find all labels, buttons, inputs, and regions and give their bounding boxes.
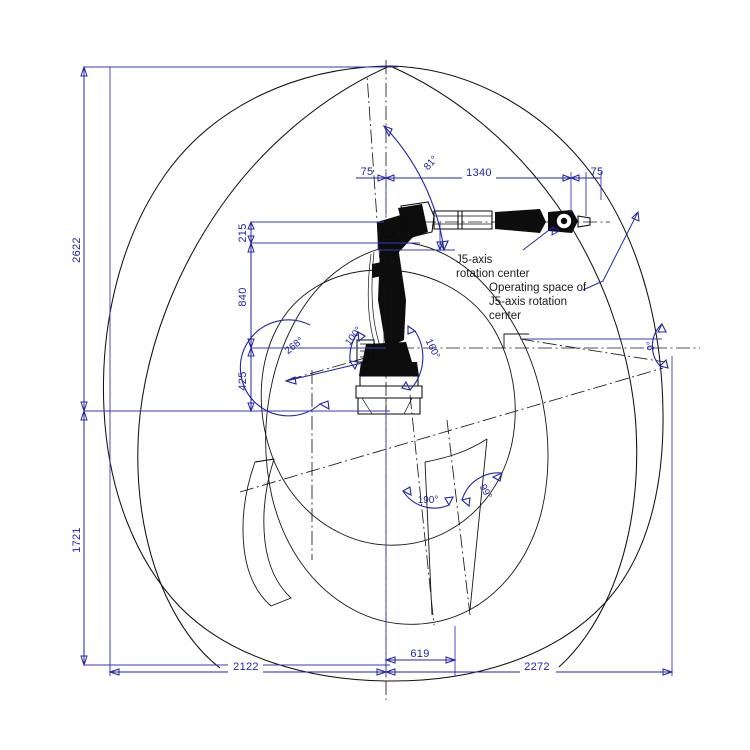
dimension-425: 425 [237, 346, 255, 413]
right-step-profile [503, 333, 529, 348]
note-leaders [522, 210, 640, 291]
dimension-upper-group: 75 1340 75 [356, 166, 604, 252]
robot-arm-illustration [355, 201, 591, 415]
angle-9: 9° [520, 322, 669, 369]
note-j5-line2: rotation center [456, 268, 530, 280]
secondary-envelope-outline [137, 65, 638, 669]
note-op-line1: Operating space of [489, 282, 587, 294]
outer-envelope-outline [102, 65, 664, 682]
angle-value-9: 9° [646, 341, 657, 351]
lower-right-segment [424, 438, 488, 616]
dim-value-1721: 1721 [71, 527, 83, 553]
dim-value-2272: 2272 [524, 661, 550, 673]
angle-value-99: 99° [477, 483, 494, 502]
note-op-line3: center [489, 310, 521, 322]
dim-value-215: 215 [237, 223, 249, 242]
angle-value-190: 190° [418, 495, 439, 506]
angle-268: 268° [239, 319, 363, 417]
dim-value-75-right: 75 [591, 166, 604, 178]
angle-99: 99° [460, 472, 503, 508]
angle-190: 190° [401, 486, 454, 509]
dimension-840: 840 [237, 241, 300, 350]
note-operating-space: Operating space of J5-axis rotation cent… [489, 282, 587, 322]
dim-value-425: 425 [237, 371, 249, 390]
note-j5-line1: J5-axis [456, 254, 493, 266]
angle-value-160: 160° [423, 337, 442, 360]
reference-lines [109, 67, 673, 676]
dim-value-2622: 2622 [71, 237, 83, 263]
dim-value-75-left: 75 [361, 166, 374, 178]
note-j5-rotation-center: J5-axis rotation center [456, 254, 530, 280]
dimension-215: 215 [237, 220, 420, 245]
dim-value-1340: 1340 [466, 167, 492, 179]
angle-value-81: 81° [422, 154, 440, 173]
note-op-line2: J5-axis rotation [489, 296, 567, 308]
angle-value-100: 100° [343, 325, 364, 348]
lower-left-segment [242, 458, 292, 607]
inner-envelope-outline [260, 242, 549, 625]
dimension-1721: 1721 [71, 409, 390, 667]
dimension-2622: 2622 [71, 65, 398, 413]
dimension-lower-group: 2122 619 2272 [108, 626, 674, 676]
dim-value-840: 840 [237, 287, 249, 306]
dim-value-2122: 2122 [233, 661, 259, 673]
center-lines [239, 60, 700, 700]
dim-value-619: 619 [410, 648, 429, 660]
